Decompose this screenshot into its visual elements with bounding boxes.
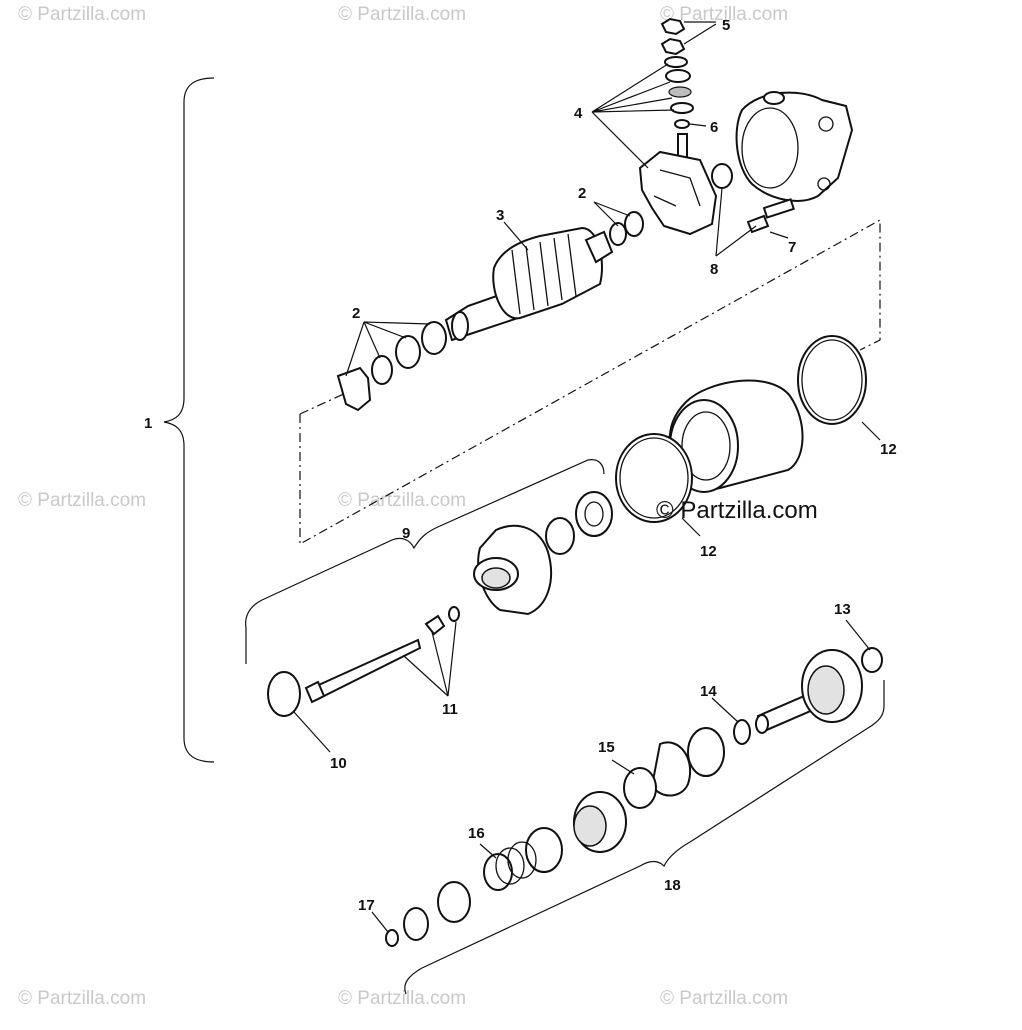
brace-18 [404, 680, 885, 995]
o-ring-12-left [615, 433, 693, 523]
callout-1: 1 [144, 415, 152, 432]
brand-watermark: © Partzilla.com [656, 497, 818, 524]
snap-ring-14 [733, 719, 751, 745]
brush-terminal-stack [660, 17, 694, 161]
snap-ring-17 [385, 929, 399, 947]
long-bolt [304, 638, 422, 704]
armature [444, 226, 614, 342]
callout-9: 9 [402, 525, 410, 542]
assembly-brace [163, 77, 215, 763]
washer-17a [403, 907, 429, 941]
watermark-mid-center: © Partzilla.com [338, 490, 466, 511]
callout-16: 16 [468, 825, 485, 842]
callout-12-left: 12 [700, 543, 717, 560]
bearing [575, 491, 613, 537]
o-ring-10 [267, 671, 301, 717]
watermark-bottom-right: © Partzilla.com [660, 988, 788, 1009]
leader-lines [293, 21, 881, 933]
brush-plate-detail [653, 169, 701, 207]
spring-16 [483, 841, 537, 891]
washer-set-2 [336, 321, 447, 412]
callout-2-upper: 2 [578, 185, 586, 202]
callout-10: 10 [330, 755, 347, 772]
watermark-top-center: © Partzilla.com [338, 4, 466, 25]
o-ring-6 [674, 119, 690, 129]
terminal-nut-5a [660, 17, 686, 36]
pinion-shaft [755, 649, 863, 734]
washer-4d [670, 102, 694, 114]
washer-4b [665, 69, 691, 83]
callout-18: 18 [664, 877, 681, 894]
callout-2-lower: 2 [352, 305, 360, 322]
watermark-top-left: © Partzilla.com [18, 4, 146, 25]
callout-15: 15 [598, 739, 615, 756]
rear-cover [735, 91, 854, 202]
bushing [711, 163, 733, 189]
washer-2a [609, 222, 627, 246]
callout-14: 14 [700, 683, 717, 700]
callout-13: 13 [834, 601, 851, 618]
stopper [437, 881, 471, 923]
watermark-bottom-center: © Partzilla.com [338, 988, 466, 1009]
watermark-top-right: © Partzilla.com [660, 4, 788, 25]
needle-bearing [545, 517, 575, 555]
brush-plate [638, 150, 718, 236]
o-ring-12-right [797, 335, 867, 425]
thrust-washer [687, 727, 725, 777]
o-ring-15 [623, 767, 657, 809]
callout-17: 17 [358, 897, 375, 914]
housing-alignment-line-2 [299, 391, 349, 415]
callout-4: 4 [574, 105, 583, 122]
front-bracket [473, 524, 553, 616]
washer-4a [664, 56, 688, 68]
callout-8: 8 [710, 261, 718, 278]
brace-9 [245, 459, 605, 664]
plate-washer-11 [424, 614, 446, 636]
callout-12-right: 12 [880, 441, 897, 458]
callout-6: 6 [710, 119, 718, 136]
washer-13 [861, 647, 883, 673]
watermarks: © Partzilla.com © Partzilla.com © Partzi… [18, 4, 788, 1009]
callout-3: 3 [496, 207, 504, 224]
washer-11 [448, 606, 460, 622]
washer-4c [668, 86, 692, 98]
terminal-nut-5b [660, 37, 686, 56]
callout-7: 7 [788, 239, 796, 256]
callout-11: 11 [442, 701, 458, 718]
through-bolt-7 [746, 198, 795, 234]
collar [525, 827, 563, 873]
watermark-mid-left: © Partzilla.com [18, 490, 146, 511]
retainer [650, 741, 691, 797]
yoke [668, 379, 804, 493]
callout-labels: 1 2 2 3 4 5 6 7 8 9 10 11 12 12 13 14 15… [144, 17, 897, 914]
callout-5: 5 [722, 17, 730, 34]
watermark-bottom-left: © Partzilla.com [18, 988, 146, 1009]
washer-2b [624, 211, 644, 237]
